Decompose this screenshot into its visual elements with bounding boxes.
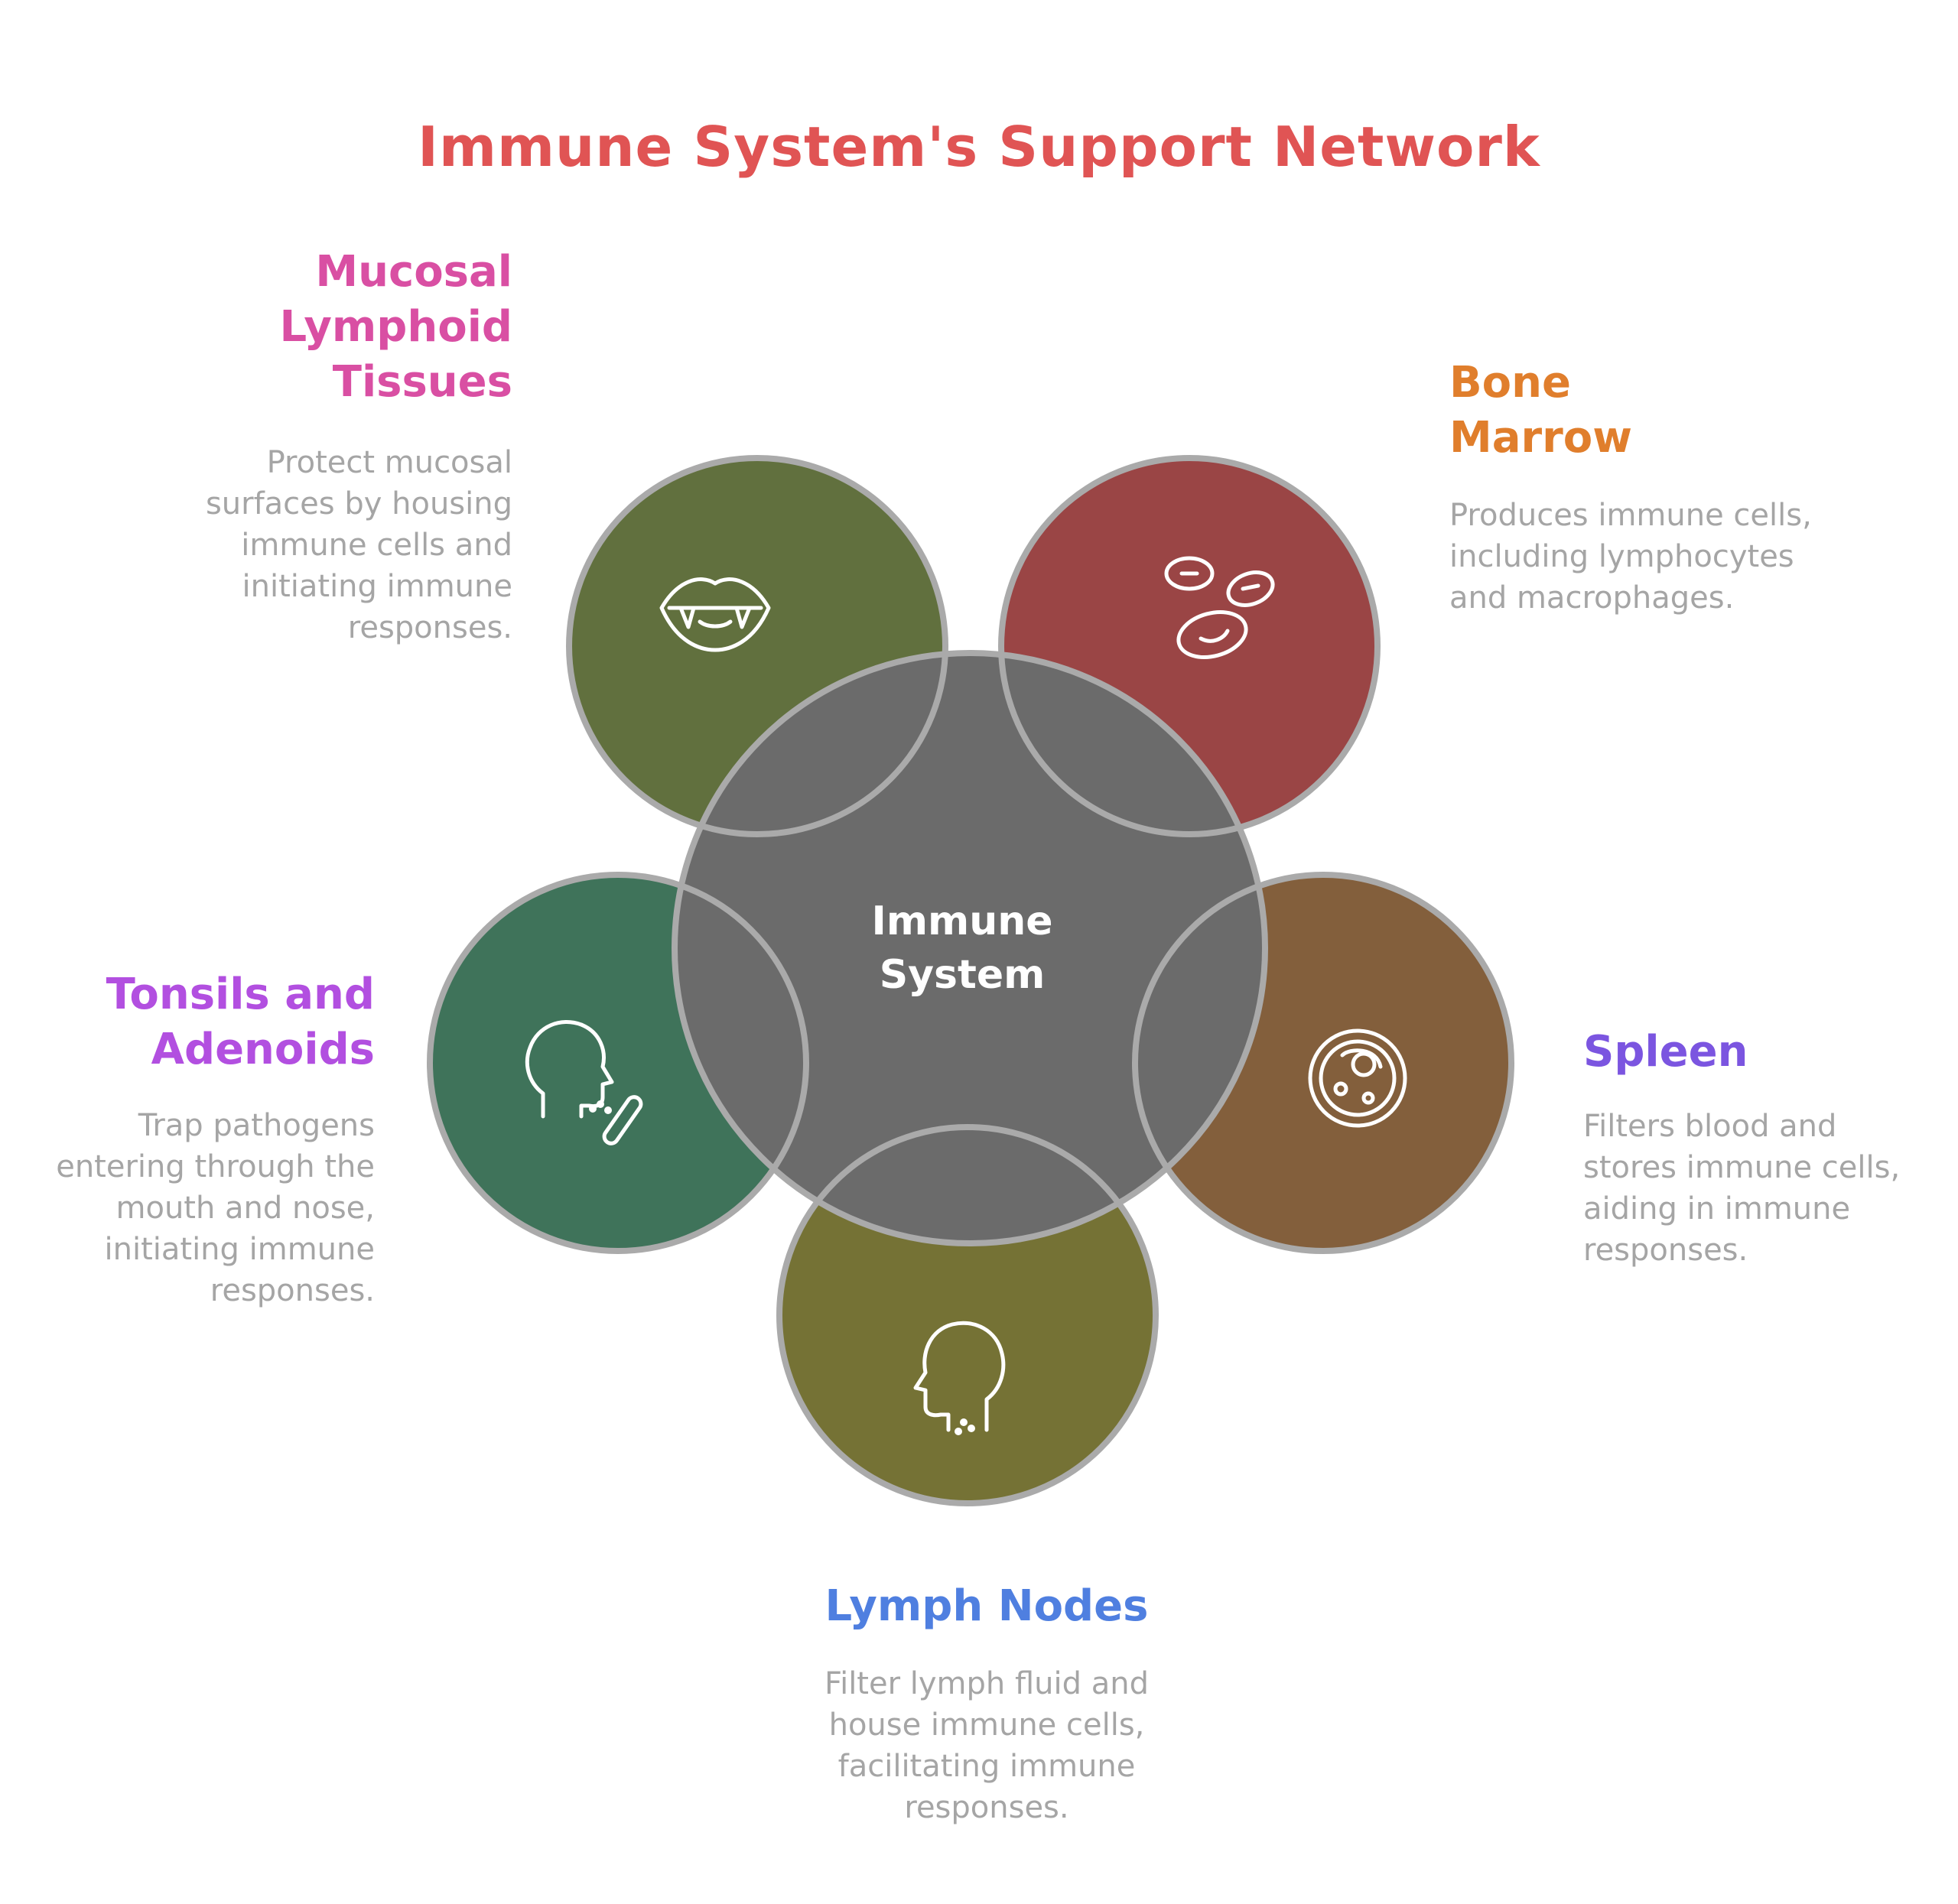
mucosal-title-line-1: Mucosal: [315, 247, 512, 297]
mucosal-title-line-2: Lymphoid: [279, 302, 512, 352]
head-swab-icon: [525, 1020, 643, 1145]
mucosal-description-box: Protect mucosal surfaces by housing immu…: [191, 442, 512, 648]
lymph-nodes-circle-ring: [776, 1124, 1159, 1506]
diagram-title: Immune System's Support Network: [418, 115, 1540, 179]
lymph-nodes-title: Lymph Nodes: [795, 1579, 1178, 1634]
tonsils-title: Tonsils and Adenoids: [54, 967, 375, 1077]
tonsils-label: Tonsils and Adenoids Trap pathogens ente…: [54, 967, 375, 1311]
center-circle-ring: [672, 650, 1268, 1246]
spleen-title: Spleen: [1583, 1025, 1920, 1080]
bone-marrow-circle-ring: [998, 455, 1381, 837]
bone-marrow-description: Produces immune cells, including lymphoc…: [1449, 498, 1812, 616]
center-label-line-1: Immune: [871, 898, 1052, 944]
bone-marrow-title-line-2: Marrow: [1449, 413, 1632, 463]
mucosal-circle-ring: [566, 455, 948, 837]
spleen-description: Filters blood and stores immune cells, a…: [1583, 1109, 1901, 1268]
spleen-label: Spleen Filters blood and stores immune c…: [1583, 1025, 1920, 1271]
lymph-nodes-description: Filter lymph fluid and house immune cell…: [824, 1666, 1149, 1825]
tonsils-title-line-1: Tonsils and: [106, 970, 375, 1019]
bone-marrow-title: Bone Marrow: [1449, 356, 1817, 466]
mucosal-title-line-3: Tissues: [332, 357, 512, 407]
bone-marrow-label: Bone Marrow Produces immune cells, inclu…: [1449, 356, 1817, 619]
blood-cells-icon: [1164, 556, 1275, 659]
bone-marrow-title-line-1: Bone: [1449, 358, 1572, 408]
mucosal-label: Mucosal Lymphoid Tissues: [191, 245, 512, 410]
head-throat-icon: [913, 1321, 1006, 1435]
lymph-nodes-label: Lymph Nodes Filter lymph fluid and house…: [795, 1579, 1178, 1828]
mucosal-title: Mucosal Lymphoid Tissues: [191, 245, 512, 410]
petri-cell-icon: [1308, 1028, 1407, 1128]
spleen-title-line-1: Spleen: [1583, 1027, 1748, 1077]
mucosal-description: Protect mucosal surfaces by housing immu…: [205, 445, 512, 645]
mouth-fangs-icon: [659, 577, 771, 652]
lymph-nodes-title-line-1: Lymph Nodes: [825, 1581, 1149, 1631]
spleen-circle-ring: [1132, 872, 1514, 1254]
tonsils-description: Trap pathogens entering through the mout…: [56, 1108, 375, 1308]
center-label-line-2: System: [880, 952, 1046, 998]
tonsils-title-line-2: Adenoids: [151, 1025, 375, 1074]
center-circle-fill: [675, 653, 1265, 1243]
tonsils-circle-ring: [427, 872, 809, 1254]
